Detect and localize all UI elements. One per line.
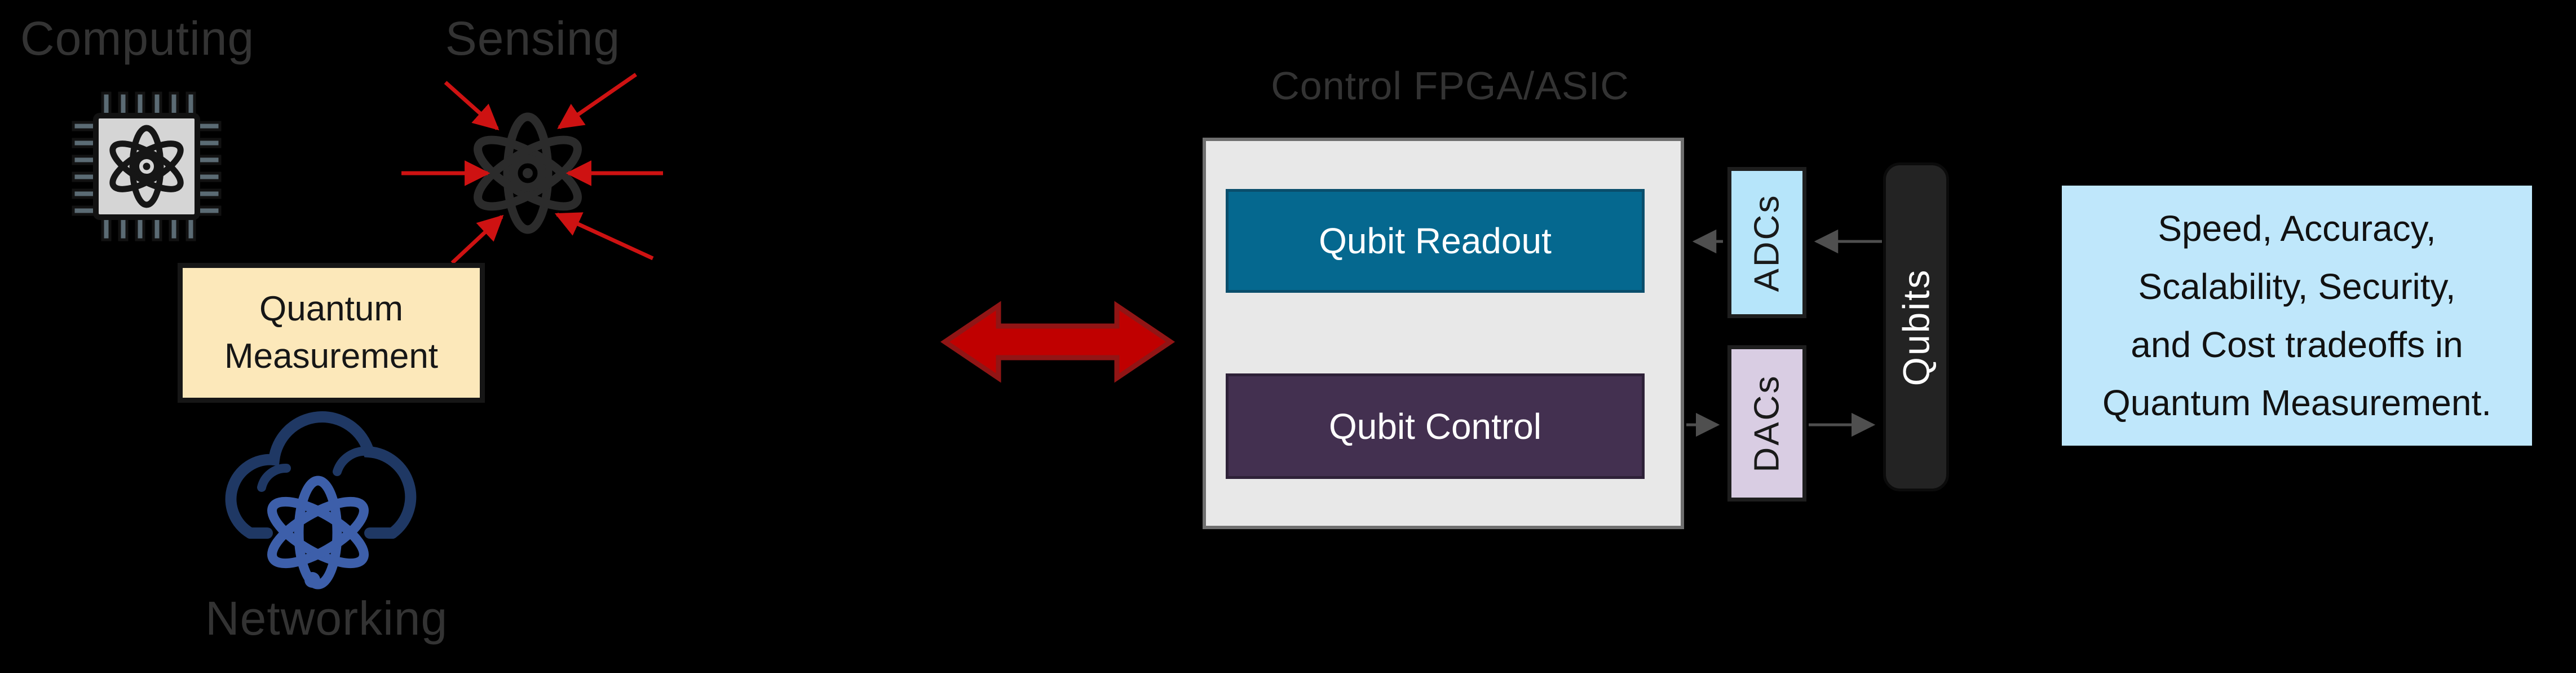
networking-label: Networking	[205, 592, 448, 645]
adcs-block: ADCs	[1727, 167, 1806, 318]
dacs-block: DACs	[1727, 345, 1806, 502]
control-fpga-asic-title: Control FPGA/ASIC	[1271, 64, 1629, 108]
dacs-label: DACs	[1747, 374, 1787, 473]
tradeoffs-info-box: Speed, Accuracy, Scalability, Security, …	[2062, 186, 2532, 446]
quantum-chip-icon	[65, 85, 228, 251]
control-fpga-asic-container: Qubit Readout Qubit Control	[1203, 138, 1684, 529]
qubit-control-block: Qubit Control	[1226, 373, 1645, 479]
sensing-atom-icon	[474, 112, 582, 234]
qubit-control-label: Qubit Control	[1328, 406, 1542, 447]
sensing-label: Sensing	[445, 12, 621, 65]
qubits-label: Qubits	[1895, 268, 1937, 386]
info-line: Speed, Accuracy,	[2158, 208, 2436, 249]
info-line: Scalability, Security,	[2138, 266, 2456, 307]
quantum-measurement-box: Quantum Measurement	[178, 263, 485, 403]
adcs-label: ADCs	[1747, 193, 1787, 292]
qubit-readout-label: Qubit Readout	[1319, 221, 1552, 261]
red-double-arrow-icon	[940, 301, 1176, 383]
info-line: Quantum Measurement.	[2102, 382, 2492, 423]
qubit-readout-block: Qubit Readout	[1226, 189, 1645, 293]
quantum-measurement-line2: Measurement	[224, 337, 439, 376]
qubits-block: Qubits	[1883, 162, 1949, 491]
sensing-converging-arrows	[401, 73, 663, 265]
quantum-cloud-icon	[202, 389, 427, 601]
quantum-measurement-line1: Quantum	[259, 289, 404, 328]
info-line: and Cost tradeoffs in	[2131, 324, 2463, 365]
cloud-outline	[225, 411, 417, 539]
cloud-atom-icon	[267, 476, 369, 590]
computing-label: Computing	[20, 12, 255, 65]
chip-atom-icon	[109, 125, 184, 208]
